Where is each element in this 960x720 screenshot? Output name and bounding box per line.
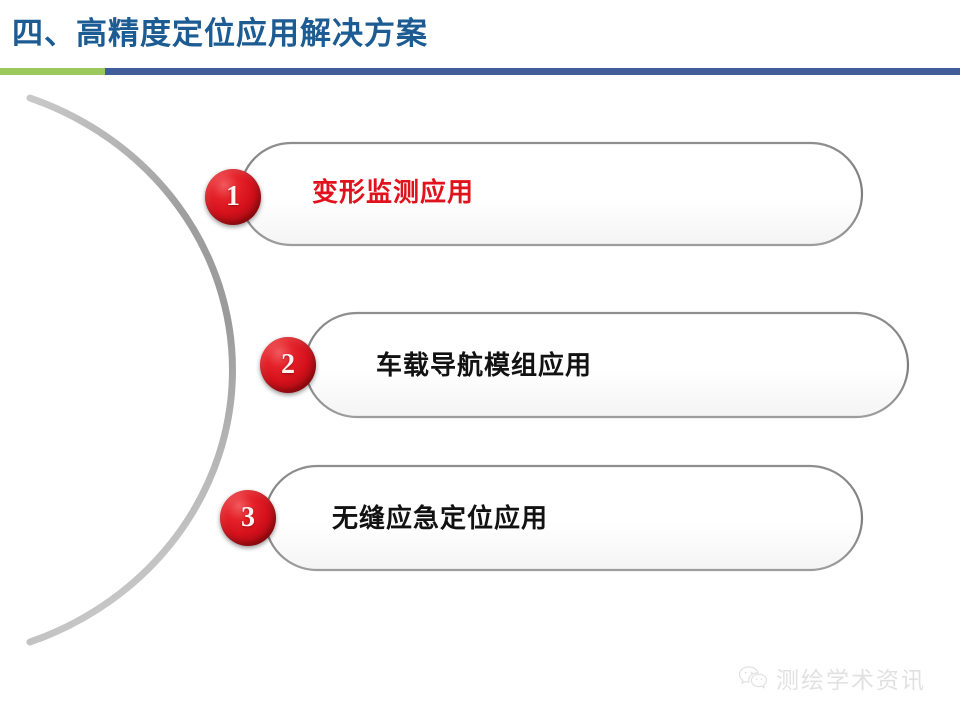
item-node-2[interactable]: 2: [260, 337, 316, 393]
connector-arc: [26, 94, 236, 646]
watermark: 测绘学术资讯: [738, 661, 926, 695]
item-node-3[interactable]: 3: [220, 490, 276, 546]
item-number-3: 3: [241, 502, 255, 533]
item-label-2[interactable]: 车载导航模组应用: [376, 350, 593, 380]
watermark-text: 测绘学术资讯: [776, 668, 926, 693]
item-label-1[interactable]: 变形监测应用: [312, 177, 475, 207]
wechat-icon: [738, 666, 768, 689]
item-node-1[interactable]: 1: [205, 169, 261, 225]
item-number-1: 1: [226, 181, 240, 212]
title-divider: [0, 68, 960, 75]
page-title: 四、高精度定位应用解决方案: [12, 16, 428, 51]
item-label-3[interactable]: 无缝应急定位应用: [332, 503, 549, 533]
divider-blue-segment: [105, 68, 960, 75]
divider-green-segment: [0, 68, 105, 75]
item-number-2: 2: [281, 349, 295, 380]
